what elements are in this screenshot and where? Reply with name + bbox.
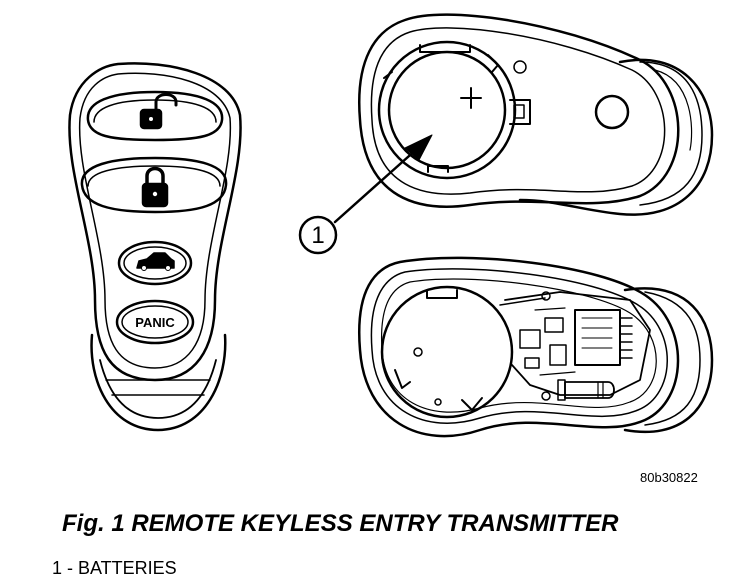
- transmitter-front-view: [68, 62, 242, 432]
- transmitter-diagram: 1 PANIC: [68, 13, 714, 438]
- callout-leader: [333, 146, 420, 224]
- callout-arrowhead: [404, 134, 433, 161]
- lock-icon: [141, 166, 169, 208]
- panic-button-label: PANIC: [135, 315, 175, 330]
- callout-number: 1: [311, 222, 324, 249]
- circuit-board-view: [357, 256, 714, 438]
- figure-code: 80b30822: [640, 470, 698, 485]
- callout-circle: [298, 215, 338, 255]
- unlock-icon: [139, 93, 178, 130]
- legend-item: 1 - BATTERIES: [52, 558, 177, 578]
- trunk-car-icon: [136, 252, 175, 271]
- battery-housing-view: [358, 13, 714, 216]
- figure-caption: Fig. 1 REMOTE KEYLESS ENTRY TRANSMITTER: [62, 510, 619, 537]
